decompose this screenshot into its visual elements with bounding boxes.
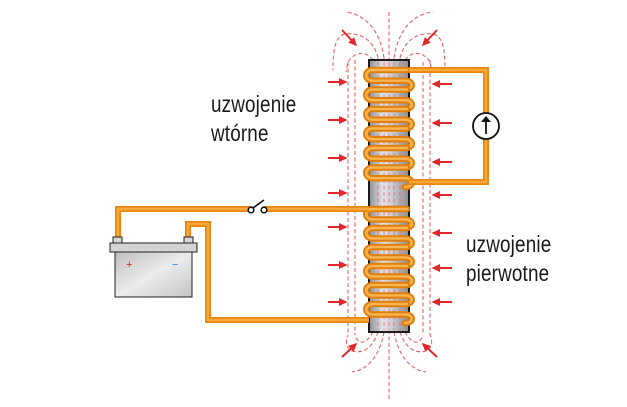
primary-coil bbox=[363, 205, 415, 327]
primary-label-line-1: uzwojenie bbox=[466, 231, 552, 257]
secondary-coil-turn bbox=[363, 86, 415, 113]
field-arrow bbox=[431, 119, 452, 127]
field-lines-bottom bbox=[345, 330, 433, 400]
secondary-coil-turn bbox=[363, 105, 415, 132]
primary-coil-turn bbox=[363, 300, 415, 327]
primary-coil-turn bbox=[363, 224, 415, 251]
galvanometer bbox=[472, 112, 500, 140]
up-arrow-icon bbox=[481, 116, 491, 134]
secondary-coil bbox=[363, 66, 415, 191]
primary-label-line-2: pierwotne bbox=[466, 260, 550, 286]
field-arrow bbox=[328, 298, 348, 306]
switch[interactable] bbox=[247, 199, 268, 214]
field-arrow bbox=[431, 80, 452, 88]
field-lines-top bbox=[332, 11, 446, 73]
battery-plus-label: + bbox=[126, 259, 132, 271]
field-arrow bbox=[328, 261, 348, 269]
primary-circuit-wire bbox=[115, 206, 369, 323]
primary-coil-turn bbox=[363, 243, 415, 270]
field-arrow bbox=[431, 191, 452, 199]
field-arrow bbox=[328, 154, 348, 162]
field-lines-sides bbox=[347, 60, 431, 335]
secondary-winding-label: uzwojenie wtórne bbox=[211, 90, 296, 148]
field-arrow bbox=[421, 342, 438, 358]
primary-coil-turn bbox=[363, 281, 415, 308]
primary-coil-turn bbox=[363, 262, 415, 289]
secondary-coil-turn bbox=[363, 66, 415, 93]
field-arrow bbox=[431, 229, 452, 237]
field-arrow bbox=[328, 78, 348, 86]
secondary-label-line-1: uzwojenie bbox=[211, 91, 297, 117]
secondary-label-line-2: wtórne bbox=[211, 120, 269, 146]
battery: + − bbox=[109, 236, 198, 298]
field-arrow bbox=[328, 116, 348, 124]
secondary-coil-turn bbox=[363, 144, 415, 171]
field-arrow bbox=[421, 29, 438, 47]
battery-minus-label: − bbox=[172, 259, 178, 271]
field-arrow bbox=[431, 158, 452, 166]
field-arrows bbox=[328, 29, 452, 358]
field-arrow bbox=[431, 264, 452, 272]
field-arrow bbox=[328, 223, 348, 231]
field-arrow bbox=[328, 189, 348, 197]
field-arrow bbox=[431, 298, 452, 306]
field-arrow bbox=[341, 342, 358, 358]
secondary-coil-turn bbox=[363, 125, 415, 152]
field-arrow bbox=[341, 29, 358, 47]
primary-winding-label: uzwojenie pierwotne bbox=[466, 230, 551, 288]
